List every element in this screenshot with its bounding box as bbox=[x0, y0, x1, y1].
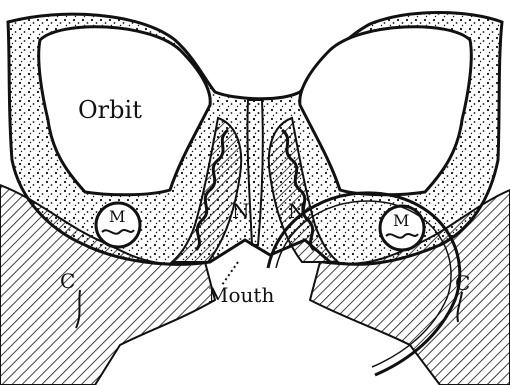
mouth-pointer-line bbox=[222, 262, 238, 285]
maxillary-label-left: M bbox=[109, 207, 125, 226]
nasal-label-left: N bbox=[232, 199, 250, 223]
maxillary-label-right: M bbox=[393, 211, 409, 230]
orbit-label: Orbit bbox=[78, 96, 142, 124]
mouth-label: Mouth bbox=[208, 283, 274, 307]
cheek-label-right: C bbox=[455, 271, 470, 295]
nasal-label-right: N bbox=[288, 199, 306, 223]
cheek-label-left: C bbox=[60, 269, 75, 293]
